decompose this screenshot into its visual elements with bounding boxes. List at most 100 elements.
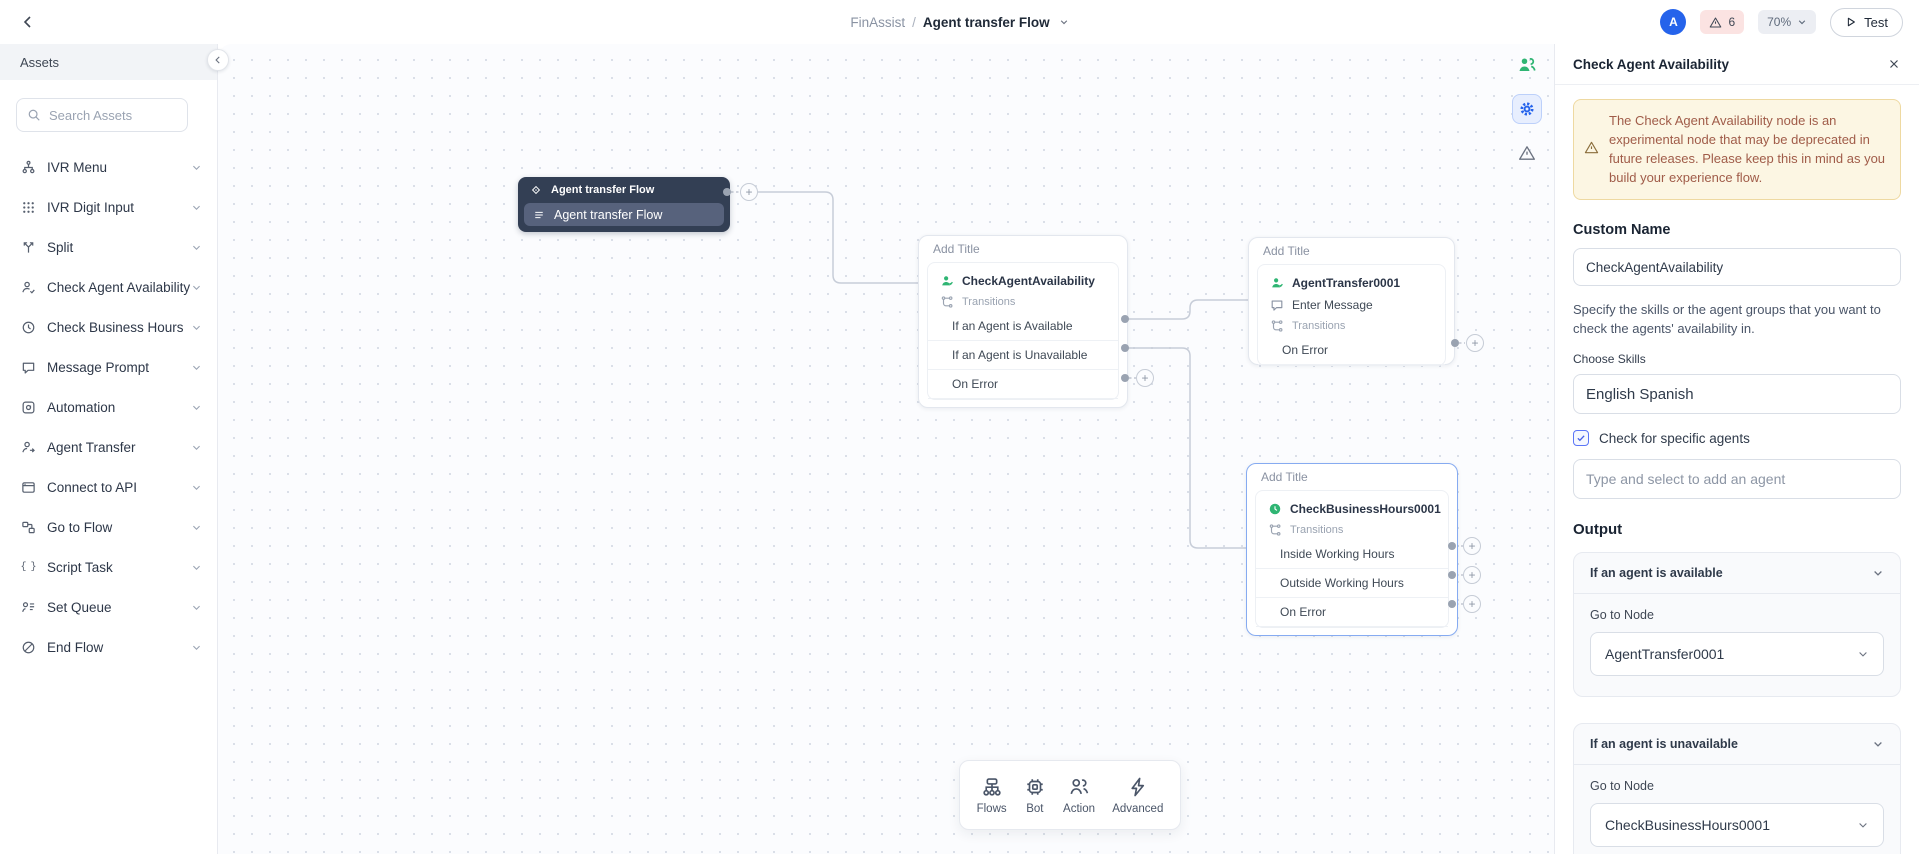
connector-dot[interactable] [723, 188, 731, 196]
node-title[interactable]: Add Title [933, 242, 980, 256]
sidebar-item-set-queue[interactable]: Set Queue [0, 587, 218, 627]
chevron-down-icon [191, 322, 202, 333]
zoom-level-dropdown[interactable]: 70% [1758, 10, 1817, 34]
add-node-button[interactable]: + [740, 183, 758, 201]
chevron-down-icon[interactable] [1059, 17, 1069, 27]
transition-row[interactable]: On Error [1258, 336, 1445, 365]
chevron-down-icon [191, 202, 202, 213]
transitions-icon [941, 296, 953, 308]
toolbar-advanced[interactable]: Advanced [1112, 776, 1163, 815]
chevron-down-icon [1798, 20, 1806, 25]
transition-row[interactable]: If an Agent is Available [928, 312, 1118, 341]
sidebar-item-split[interactable]: Split [0, 227, 218, 267]
output-unavailable-header[interactable]: If an agent is unavailable [1574, 724, 1900, 766]
sidebar-item-go-to-flow[interactable]: Go to Flow [0, 507, 218, 547]
connector-dot[interactable] [1121, 315, 1129, 323]
output-available-card: If an agent is available Go to Node Agen… [1573, 552, 1901, 698]
sidebar-item-connect-to-api[interactable]: Connect to API [0, 467, 218, 507]
add-node-button[interactable]: + [1463, 566, 1481, 584]
sidebar-item-check-agent-availability[interactable]: Check Agent Availability [0, 267, 218, 307]
sidebar-item-ivr-menu[interactable]: IVR Menu [0, 147, 218, 187]
sidebar-item-check-business-hours[interactable]: Check Business Hours [0, 307, 218, 347]
end-flow-icon [20, 639, 36, 655]
back-button[interactable] [16, 10, 40, 34]
connector-dot[interactable] [1121, 374, 1129, 382]
transition-row[interactable]: Outside Working Hours [1256, 569, 1448, 598]
add-node-button[interactable]: + [1463, 595, 1481, 613]
start-node[interactable]: Agent transfer Flow Agent transfer Flow [518, 177, 730, 232]
specific-agents-checkbox-row[interactable]: Check for specific agents [1573, 430, 1901, 447]
start-node-subtitle: Agent transfer Flow [554, 207, 663, 222]
transitions-label: Transitions [962, 296, 1016, 308]
flows-icon [982, 777, 1001, 796]
toolbar-bot[interactable]: Bot [1024, 776, 1046, 815]
add-node-button[interactable]: + [1463, 537, 1481, 555]
add-node-button[interactable]: + [1136, 369, 1154, 387]
node-check-agent-availability[interactable]: Add Title CheckAgentAvailability Transit… [918, 235, 1128, 408]
sidebar-item-label: IVR Digit Input [47, 199, 135, 215]
avatar[interactable]: A [1660, 9, 1687, 35]
custom-name-input[interactable] [1573, 248, 1901, 287]
breadcrumb-page[interactable]: Agent transfer Flow [922, 14, 1050, 30]
node-settings-panel: Check Agent Availability The Check Agent… [1554, 44, 1919, 854]
transition-row[interactable]: Inside Working Hours [1256, 540, 1448, 569]
sidebar-item-ivr-digit-input[interactable]: IVR Digit Input [0, 187, 218, 227]
deprecation-warning: The Check Agent Availability node is an … [1573, 99, 1901, 201]
settings-rail-button[interactable] [1512, 94, 1542, 124]
zoom-level-value: 70% [1767, 15, 1792, 29]
transition-row[interactable]: On Error [1256, 598, 1448, 627]
sidebar-item-agent-transfer[interactable]: Agent Transfer [0, 427, 218, 467]
node-name: AgentTransfer0001 [1292, 276, 1401, 290]
agents-rail-button[interactable] [1512, 50, 1542, 80]
output-available-header[interactable]: If an agent is available [1574, 553, 1900, 595]
checkbox-checked-icon[interactable] [1573, 430, 1589, 447]
sidebar-item-label: Go to Flow [47, 519, 113, 535]
add-agent-input[interactable] [1573, 459, 1901, 500]
warnings-badge[interactable]: 6 [1700, 10, 1745, 34]
goto-node-select-unavailable[interactable]: CheckBusinessHours0001 [1590, 803, 1884, 848]
sidebar-item-message-prompt[interactable]: Message Prompt [0, 347, 218, 387]
sidebar-item-end-flow[interactable]: End Flow [0, 627, 218, 667]
panel-title: Check Agent Availability [1573, 56, 1730, 72]
node-check-business-hours[interactable]: Add Title CheckBusinessHours0001 Transit… [1246, 463, 1458, 636]
transition-row[interactable]: If an Agent is Unavailable [928, 341, 1118, 370]
connector-dot[interactable] [1448, 542, 1456, 550]
agent-icon [1272, 278, 1283, 288]
sidebar-item-label: End Flow [47, 639, 104, 655]
chat-bubble-icon [20, 359, 36, 375]
connector-dot[interactable] [1121, 344, 1129, 352]
sidebar-item-script-task[interactable]: { } Script Task [0, 547, 218, 587]
connector-dot[interactable] [1448, 571, 1456, 579]
toolbar-action[interactable]: Action [1063, 776, 1095, 815]
transition-row[interactable]: On Error [928, 370, 1118, 399]
warnings-rail-button[interactable] [1512, 138, 1542, 168]
node-title[interactable]: Add Title [1261, 470, 1308, 484]
toolbar-flows[interactable]: Flows [977, 776, 1007, 815]
toolbar-advanced-label: Advanced [1112, 802, 1164, 815]
sidebar-item-label: Automation [47, 399, 116, 415]
node-agent-transfer[interactable]: Add Title AgentTransfer0001 Enter Messag… [1248, 237, 1455, 366]
connector-dot[interactable] [1451, 339, 1459, 347]
flow-canvas[interactable]: Agent transfer Flow Agent transfer Flow … [218, 44, 1554, 854]
search-assets-box[interactable] [16, 98, 188, 132]
goto-node-select-available[interactable]: AgentTransfer0001 [1590, 632, 1884, 677]
choose-skills-input[interactable] [1573, 374, 1901, 415]
node-message-row[interactable]: Enter Message [1292, 298, 1373, 312]
sidebar-collapse-button[interactable] [207, 49, 229, 71]
sidebar-item-automation[interactable]: Automation [0, 387, 218, 427]
connector-dot[interactable] [1448, 600, 1456, 608]
node-title[interactable]: Add Title [1263, 244, 1310, 258]
chevron-down-icon [1857, 819, 1869, 831]
warning-icon [1584, 140, 1599, 187]
api-window-icon [20, 479, 36, 495]
agent-transfer-icon [20, 439, 36, 455]
search-assets-input[interactable] [49, 107, 177, 123]
gear-icon [1520, 102, 1534, 116]
start-node-subflow[interactable]: Agent transfer Flow [524, 203, 724, 226]
add-node-button[interactable]: + [1466, 334, 1484, 352]
breadcrumb-app[interactable]: FinAssist [850, 14, 906, 30]
test-button[interactable]: Test [1830, 7, 1903, 37]
sidebar-item-label: Connect to API [47, 479, 138, 495]
sidebar-title: Assets [0, 44, 217, 80]
close-icon[interactable] [1887, 57, 1901, 71]
